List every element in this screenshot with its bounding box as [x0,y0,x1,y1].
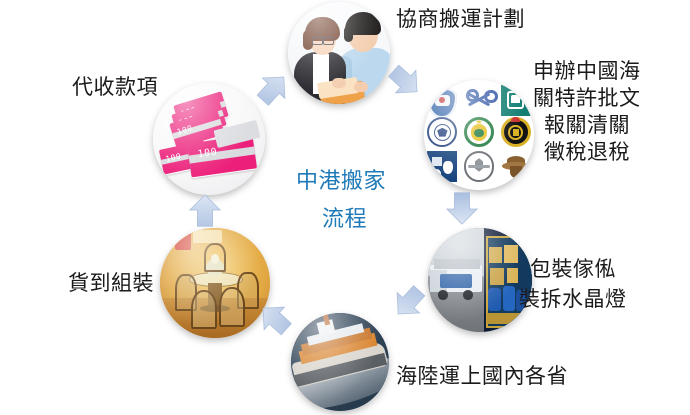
arrow-room-to-money [186,192,224,230]
banknote-stacks-photo: 100 100 100 100 100 [153,83,265,195]
arrow-truck-to-ship [390,283,428,321]
node-delivery-assembly[interactable] [160,228,270,338]
node-sea-land-shipping[interactable] [291,313,389,411]
customs-agency-emblems [424,80,534,190]
node-negotiate-plan[interactable] [288,2,390,104]
arrow-money-to-people [254,70,292,108]
arrow-ship-to-room [256,300,294,338]
label-collect-payment: 代收款項 [72,75,158,99]
loaded-container-truck-photo [428,228,532,332]
node-customs-clearance[interactable] [424,80,534,190]
label-sea-land-shipping: 海陸運上國內各省 [396,364,568,388]
label-customs-line4: 徵稅退稅 [544,140,630,164]
consulting-couple-photo [288,2,390,104]
center-title-line2: 流程 [322,207,368,232]
arrow-people-to-badges [386,62,424,100]
label-delivery-assembly: 貨到組裝 [68,271,154,295]
node-packing-furniture[interactable] [428,228,532,332]
label-packing-line1: 包裝傢俬 [530,257,616,281]
center-title-line1: 中港搬家 [296,169,387,194]
label-negotiate-plan: 協商搬運計劃 [396,7,525,31]
label-packing-line2: 裝拆水晶燈 [519,287,627,311]
node-collect-payment[interactable]: 100 100 100 100 100 [153,83,265,195]
arrow-badges-to-truck [443,189,481,227]
container-ship-photo [291,313,389,411]
label-customs-line1: 申辦中國海 [533,59,641,83]
dining-room-furniture-photo [160,228,270,338]
label-customs-line3: 報關清關 [544,113,630,137]
label-customs-line2: 關特許批文 [533,86,641,110]
